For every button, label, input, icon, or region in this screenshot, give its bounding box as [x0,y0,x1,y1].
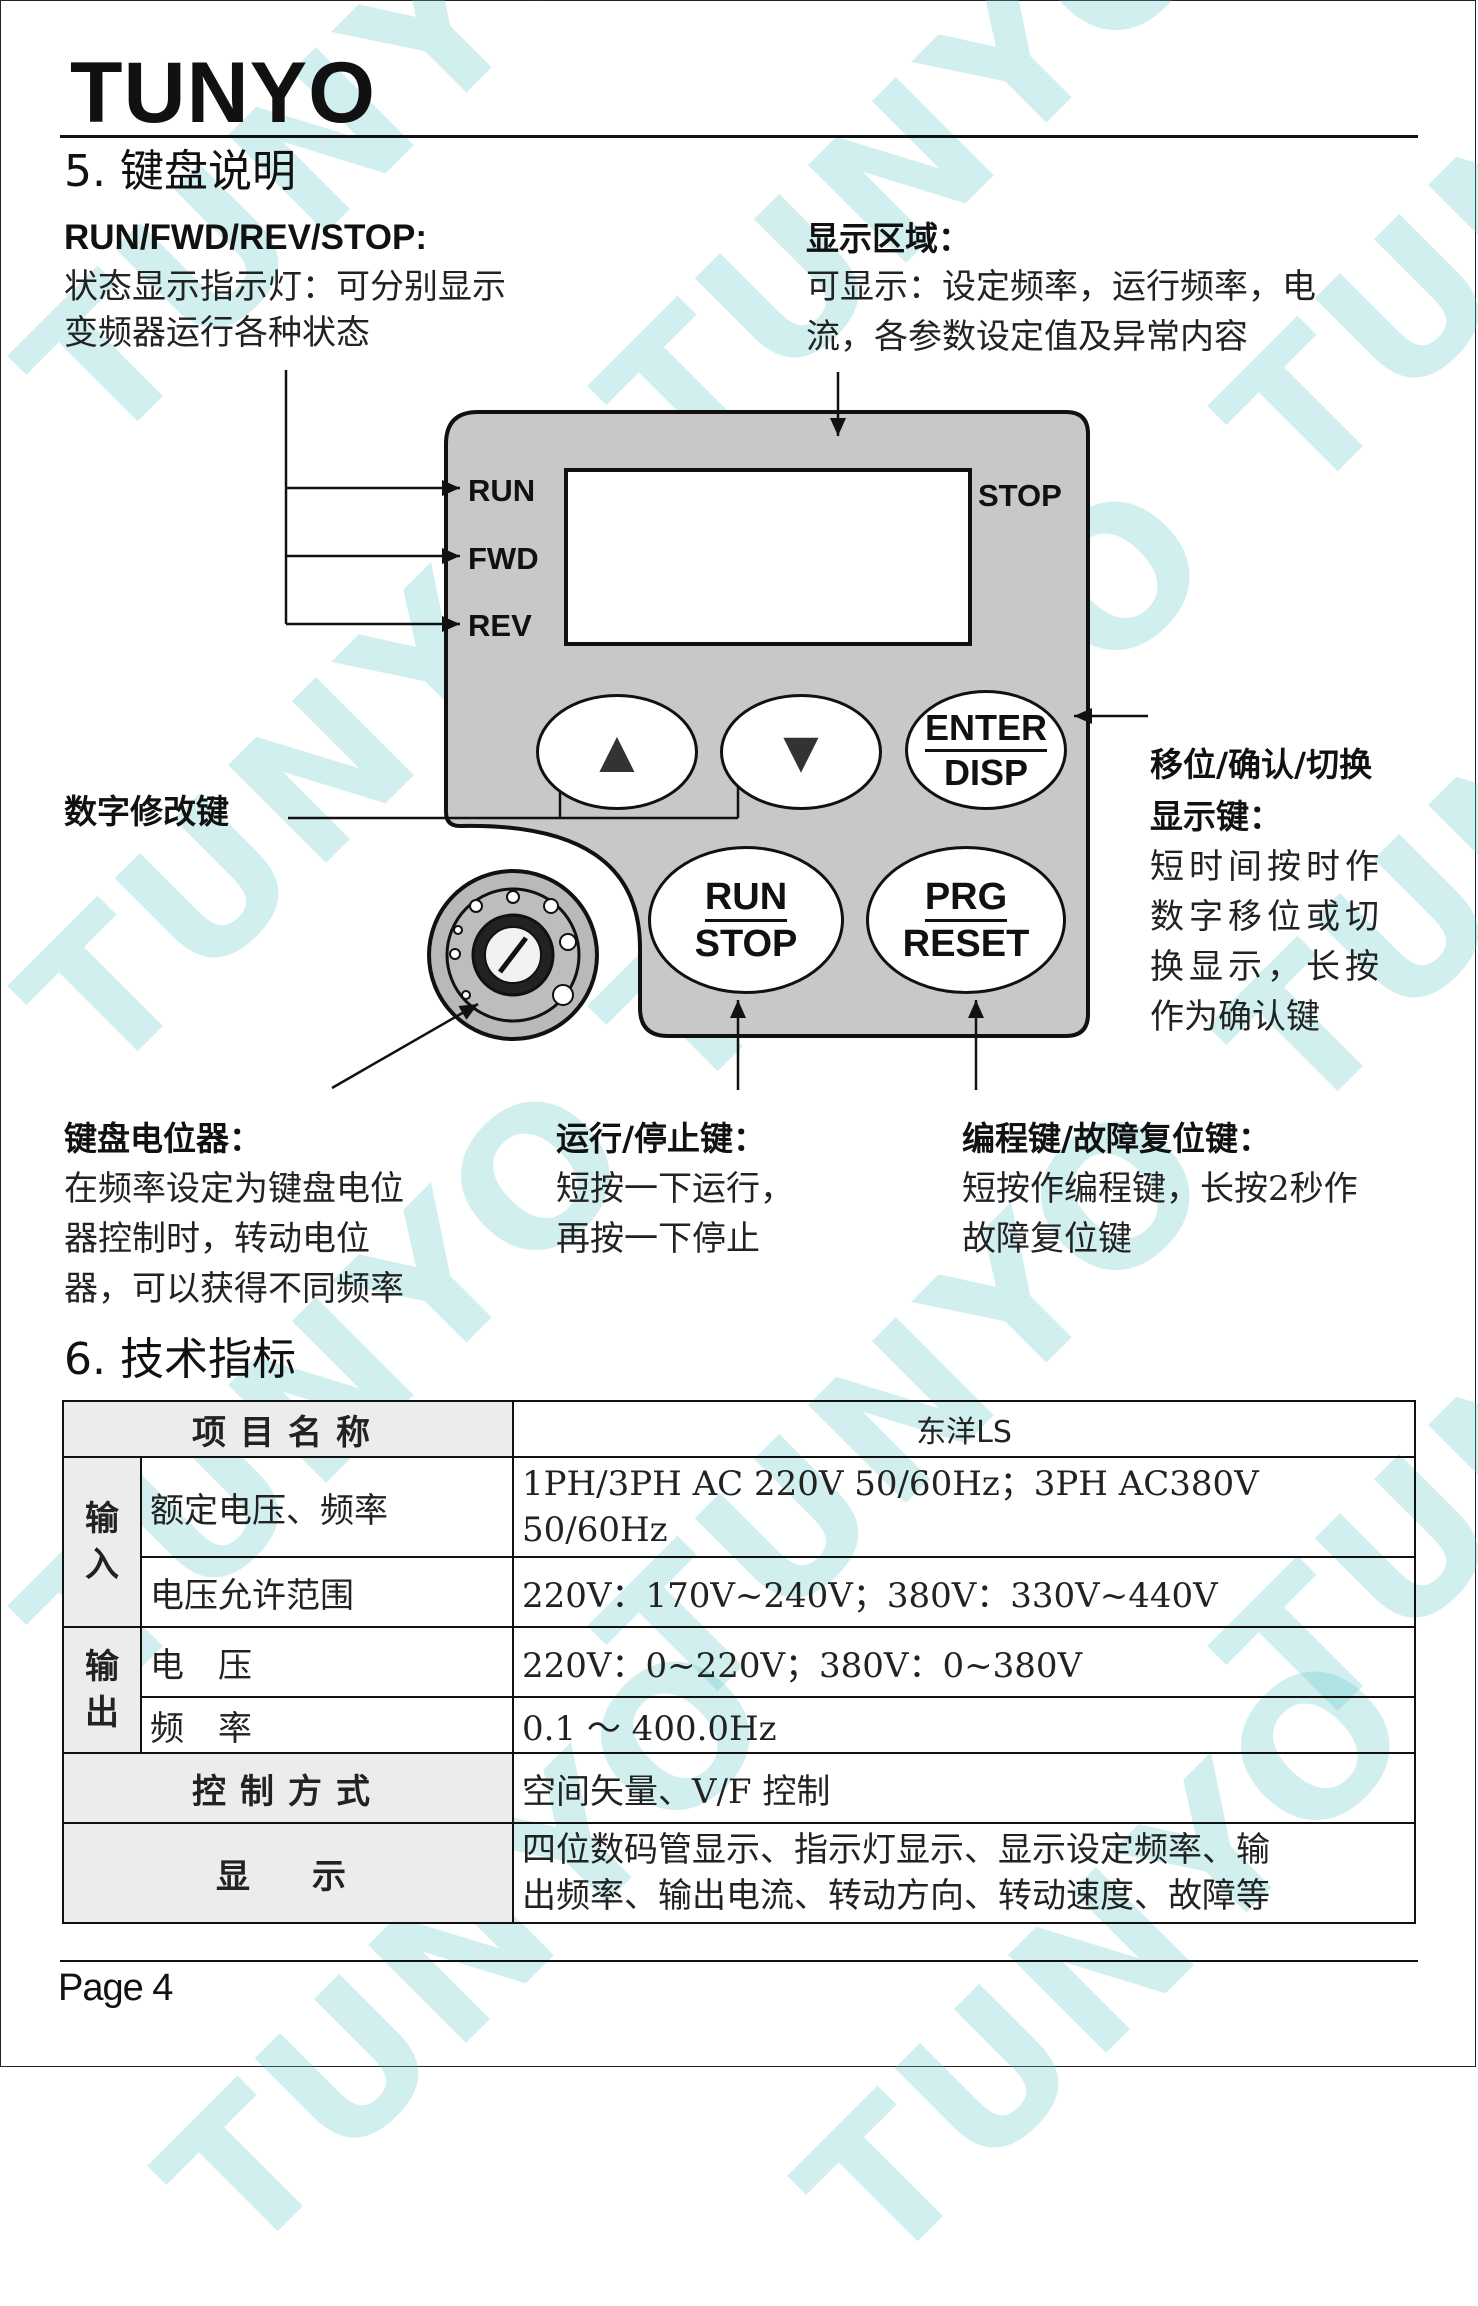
prg-note-line: 故障复位键 [962,1219,1132,1259]
up-arrow-icon: ▲ [587,718,647,785]
prg-reset-key[interactable]: PRG RESET [866,846,1066,994]
enter-note-line: 短时间按时作 [1150,847,1384,887]
header-model: 东洋LS [512,1400,1416,1458]
enter-note-line: 换显示，长按 [1150,947,1384,987]
pot-note-heading: 键盘电位器： [64,1119,262,1158]
table-row: 电压允许范围 220V：170V~240V；380V：330V~440V [63,1556,1416,1628]
rated-voltage-label: 额定电压、频率 [140,1456,514,1558]
fwd-indicator-label: FWD [468,541,539,576]
display-note-heading: 显示区域： [806,219,971,258]
down-key[interactable]: ▼ [720,694,882,810]
display-note-line: 可显示：设定频率，运行频率，电 [806,267,1316,307]
enter-note-line: 数字移位或切 [1150,897,1384,937]
out-freq-label: 频 率 [140,1696,514,1754]
enter-note-heading: 移位/确认/切换 [1150,745,1373,784]
output-group-label: 输出 [62,1626,142,1754]
table-row: 项目名称 东洋LS [62,1400,1416,1458]
voltage-range-label: 电压允许范围 [140,1556,514,1628]
table-row: 频 率 0.1 ～ 400.0Hz [63,1696,1416,1754]
input-group-label: 输入 [62,1456,142,1628]
prg-note-heading: 编程键/故障复位键： [962,1119,1272,1158]
display-window [564,468,972,646]
table-row: 显 示 四位数码管显示、指示灯显示、显示设定频率、输 出频率、输出电流、转动方向… [62,1822,1416,1924]
spec-table: 项目名称 东洋LS 输入 额定电压、频率 1PH/3PH AC 220V 50/… [62,1400,1416,1924]
header-item-name: 项目名称 [62,1400,514,1458]
runstop-note-heading: 运行/停止键： [556,1119,767,1158]
out-voltage-value: 220V：0~220V；380V：0~380V [512,1626,1416,1698]
indicator-note-line: 状态显示指示灯：可分别显示 [64,267,506,307]
display-label: 显 示 [62,1822,514,1924]
out-voltage-label: 电 压 [140,1626,514,1698]
section-5-title: 5. 键盘说明 [64,146,296,197]
digit-keys-label: 数字修改键 [64,792,229,831]
control-value: 空间矢量、V/F 控制 [512,1752,1416,1824]
rev-indicator-label: REV [468,608,532,643]
enter-note-heading: 显示键： [1150,797,1282,836]
runstop-note-line: 再按一下停止 [556,1219,760,1259]
voltage-range-value: 220V：170V~240V；380V：330V~440V [512,1556,1416,1628]
pot-note-line: 在频率设定为键盘电位 [64,1169,404,1209]
enter-disp-key[interactable]: ENTER DISP [905,690,1067,810]
brand-logo: TUNYO [70,45,376,141]
pot-note-line: 器控制时，转动电位 [64,1219,370,1259]
display-value: 四位数码管显示、指示灯显示、显示设定频率、输 出频率、输出电流、转动方向、转动速… [512,1822,1416,1924]
down-arrow-icon: ▼ [771,718,831,785]
indicator-note-heading: RUN/FWD/REV/STOP: [64,218,427,257]
table-row: 控制方式 空间矢量、V/F 控制 [62,1752,1416,1824]
page-number: Page 4 [58,1967,173,2009]
stop-indicator-label: STOP [978,478,1062,513]
display-note-line: 流，各参数设定值及异常内容 [806,317,1248,357]
footer-divider [60,1960,1418,1962]
section-6-title: 6. 技术指标 [64,1334,296,1385]
enter-note-line: 作为确认键 [1150,997,1320,1037]
run-stop-key[interactable]: RUN STOP [648,846,844,994]
runstop-note-line: 短按一下运行， [556,1169,794,1209]
page-border [0,0,1476,2067]
control-label: 控制方式 [62,1752,514,1824]
pot-note-line: 器，可以获得不同频率 [64,1269,404,1309]
prg-note-line: 短按作编程键，长按2秒作 [962,1169,1358,1209]
rated-voltage-value: 1PH/3PH AC 220V 50/60Hz；3PH AC380V 50/60… [512,1456,1416,1558]
run-indicator-label: RUN [468,473,536,508]
potentiometer-knob [427,869,599,1041]
table-row: 输出 电 压 220V：0~220V；380V：0~380V [62,1626,1416,1754]
up-key[interactable]: ▲ [536,694,698,810]
table-row: 输入 额定电压、频率 1PH/3PH AC 220V 50/60Hz；3PH A… [62,1456,1416,1628]
header-divider [60,135,1418,138]
out-freq-value: 0.1 ～ 400.0Hz [512,1696,1416,1754]
indicator-note-line: 变频器运行各种状态 [64,313,370,353]
